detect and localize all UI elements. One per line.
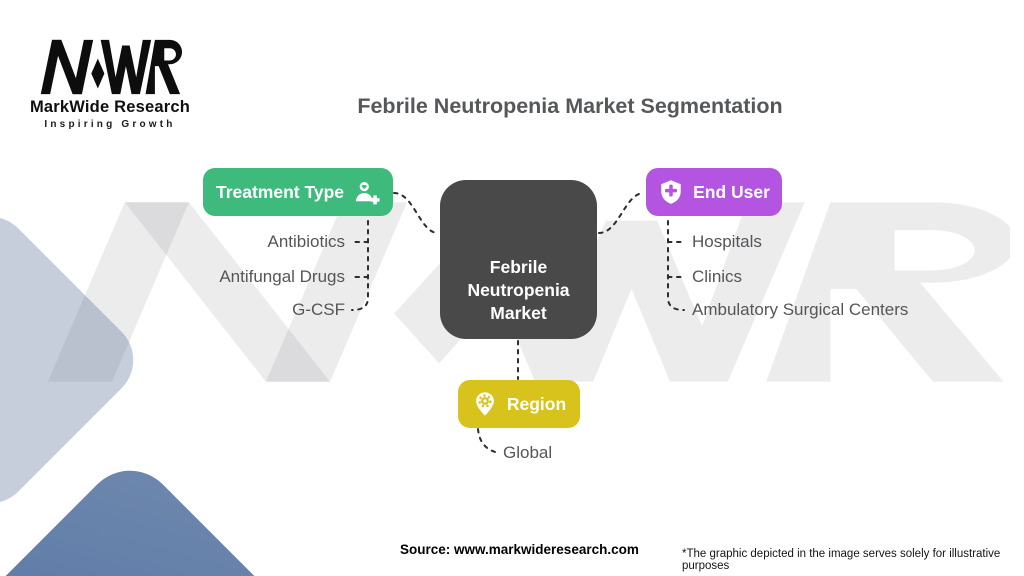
segment-item: Global (503, 443, 553, 462)
segment-label: End User (693, 181, 770, 202)
background-diamond-dark (0, 451, 364, 576)
user-plus-icon (355, 181, 380, 204)
segment-item: Ambulatory Surgical Centers (692, 300, 909, 319)
source-text: Source: www.markwideresearch.com (400, 542, 639, 557)
segment-item: Hospitals (692, 232, 762, 251)
segment-box-end-user: End User (646, 168, 782, 216)
brand-tagline: Inspiring Growth (44, 119, 176, 130)
segment-label: Treatment Type (215, 181, 345, 202)
segment-item: Clinics (692, 267, 743, 286)
markwide-research-logo: MarkWide Research Inspiring Growth (22, 38, 198, 130)
mwr-logo-icon (40, 39, 183, 95)
central-market-node: Febrile Neutropenia Market (440, 180, 597, 339)
segment-label: Region (506, 393, 567, 414)
map-pin-gear-icon (475, 392, 494, 416)
segment-box-region: Region (458, 380, 580, 428)
disclaimer-text: *The graphic depicted in the image serve… (682, 548, 1001, 572)
segment-item: Antibiotics (267, 232, 345, 251)
page-title: Febrile Neutropenia Market Segmentation (357, 94, 783, 118)
brand-name: MarkWide Research (29, 98, 191, 116)
segment-box-treatment-type: Treatment Type (203, 168, 393, 216)
shield-cross-icon (661, 180, 681, 204)
segment-item: G-CSF (292, 300, 345, 319)
segment-item: Antifungal Drugs (219, 267, 345, 286)
